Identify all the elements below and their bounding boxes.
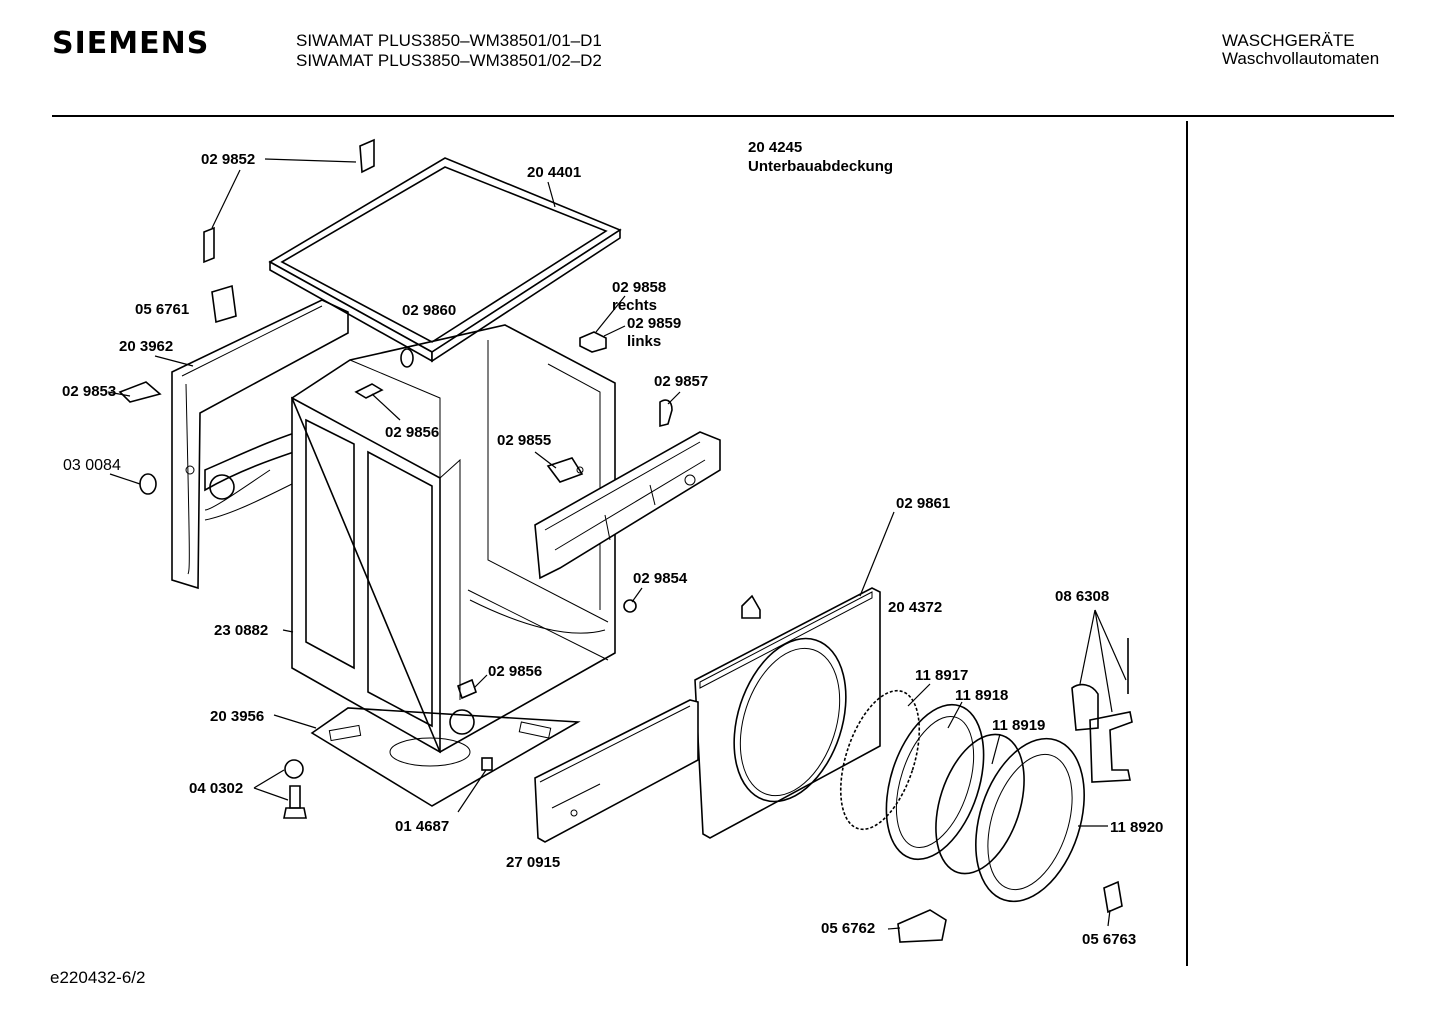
small-parts-drawing bbox=[118, 138, 1123, 943]
side-rule bbox=[1186, 121, 1188, 966]
top-cover-drawing bbox=[268, 157, 622, 363]
model-line-1: SIWAMAT PLUS3850–WM38501/01–D1 bbox=[296, 31, 602, 50]
part-label-029853: 02 9853 bbox=[62, 383, 116, 400]
model-line-2: SIWAMAT PLUS3850–WM38501/02–D2 bbox=[296, 51, 602, 70]
note-part-number: 20 4245 bbox=[748, 139, 802, 156]
leader-lines bbox=[107, 158, 1127, 930]
back-panel-drawing bbox=[171, 299, 349, 590]
part-label-203962: 20 3962 bbox=[119, 338, 173, 355]
part-label-029856-top: 02 9856 bbox=[385, 424, 439, 441]
part-label-056762: 05 6762 bbox=[821, 920, 875, 937]
part-label-029855: 02 9855 bbox=[497, 432, 551, 449]
part-labels: 02 9852 20 4401 20 4245 Unterbauabdeckun… bbox=[62, 139, 1163, 948]
part-label-204372: 20 4372 bbox=[888, 599, 942, 616]
part-label-rechts: rechts bbox=[612, 297, 657, 314]
part-label-086308: 08 6308 bbox=[1055, 588, 1109, 605]
brand-logo: SIEMENS bbox=[52, 26, 210, 61]
part-label-029860: 02 9860 bbox=[402, 302, 456, 319]
note-part-name: Unterbauabdeckung bbox=[748, 158, 893, 175]
base-plate-drawing bbox=[310, 707, 581, 807]
category-line-2: Waschvollautomaten bbox=[1222, 49, 1380, 68]
part-label-029861: 02 9861 bbox=[896, 495, 950, 512]
part-label-056763: 05 6763 bbox=[1082, 931, 1136, 948]
part-label-118920: 11 8920 bbox=[1110, 819, 1163, 836]
part-label-029857: 02 9857 bbox=[654, 373, 708, 390]
part-label-029858: 02 9858 bbox=[612, 279, 666, 296]
cabinet-drawing bbox=[291, 324, 616, 754]
part-label-040302: 04 0302 bbox=[189, 780, 243, 797]
part-label-118918: 11 8918 bbox=[955, 687, 1008, 704]
part-label-029856-bottom: 02 9856 bbox=[488, 663, 542, 680]
part-label-270915: 27 0915 bbox=[506, 854, 560, 871]
drawing-code: e220432-6/2 bbox=[50, 968, 146, 987]
front-panel-drawing bbox=[694, 587, 881, 839]
part-label-230882: 23 0882 bbox=[214, 622, 268, 639]
category-line-1: WASCHGERÄTE bbox=[1222, 31, 1355, 50]
hinge-drawing bbox=[1071, 638, 1133, 783]
part-label-204401: 20 4401 bbox=[527, 164, 581, 181]
part-label-029854: 02 9854 bbox=[633, 570, 688, 587]
part-label-029852: 02 9852 bbox=[201, 151, 255, 168]
part-label-118917: 11 8917 bbox=[915, 667, 968, 684]
part-label-203956: 20 3956 bbox=[210, 708, 264, 725]
part-label-118919: 11 8919 bbox=[992, 717, 1045, 734]
kick-plate-drawing bbox=[534, 699, 699, 843]
part-label-029859: 02 9859 bbox=[627, 315, 681, 332]
part-label-030084: 03 0084 bbox=[63, 457, 121, 474]
part-label-links: links bbox=[627, 333, 661, 350]
control-panel-drawing bbox=[534, 431, 721, 580]
part-label-056761: 05 6761 bbox=[135, 301, 189, 318]
header-rule bbox=[52, 115, 1394, 117]
part-label-014687: 01 4687 bbox=[395, 818, 449, 835]
